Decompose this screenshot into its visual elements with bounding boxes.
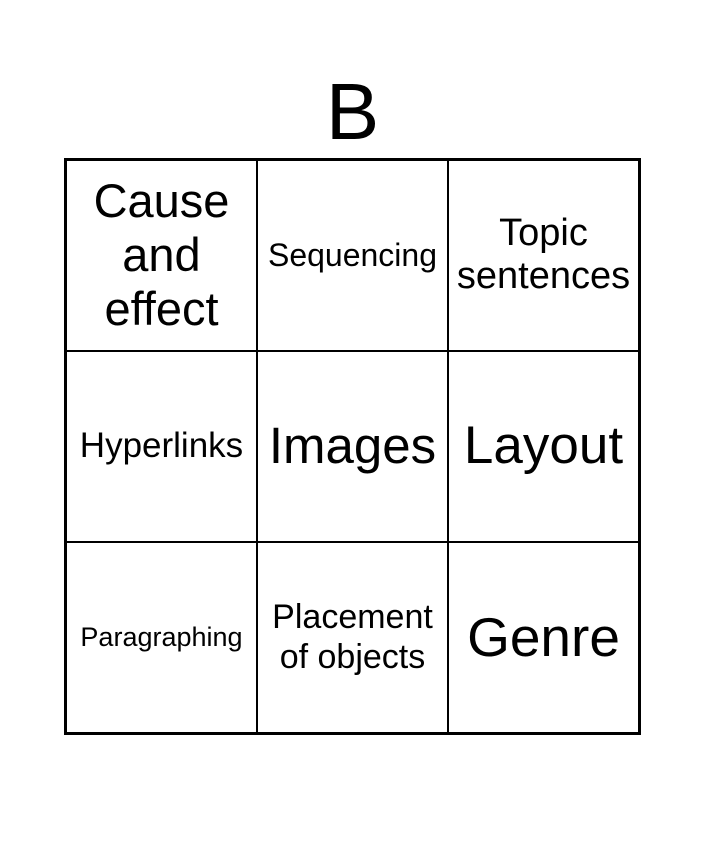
bingo-cell-images[interactable]: Images xyxy=(255,349,450,544)
bingo-grid: Cause and effect Sequencing Topic senten… xyxy=(64,158,641,735)
bingo-cell-placement-of-objects[interactable]: Placement of objects xyxy=(255,541,450,735)
bingo-cell-cause-and-effect[interactable]: Cause and effect xyxy=(64,158,258,352)
grid-row-2: Hyperlinks Images Layout xyxy=(64,349,641,544)
bingo-cell-hyperlinks[interactable]: Hyperlinks xyxy=(64,349,258,544)
bingo-cell-layout[interactable]: Layout xyxy=(447,349,641,544)
bingo-cell-paragraphing[interactable]: Paragraphing xyxy=(64,541,258,735)
bingo-cell-genre[interactable]: Genre xyxy=(447,541,641,735)
grid-row-3: Paragraphing Placement of objects Genre xyxy=(64,541,641,735)
grid-row-1: Cause and effect Sequencing Topic senten… xyxy=(64,158,641,352)
card-title: B xyxy=(325,67,380,156)
bingo-cell-sequencing[interactable]: Sequencing xyxy=(255,158,450,352)
bingo-grid-body: Cause and effect Sequencing Topic senten… xyxy=(64,158,641,735)
bingo-cell-topic-sentences[interactable]: Topic sentences xyxy=(447,158,641,352)
bingo-card: B Cause and effect Sequencing Topic sent… xyxy=(0,66,705,866)
